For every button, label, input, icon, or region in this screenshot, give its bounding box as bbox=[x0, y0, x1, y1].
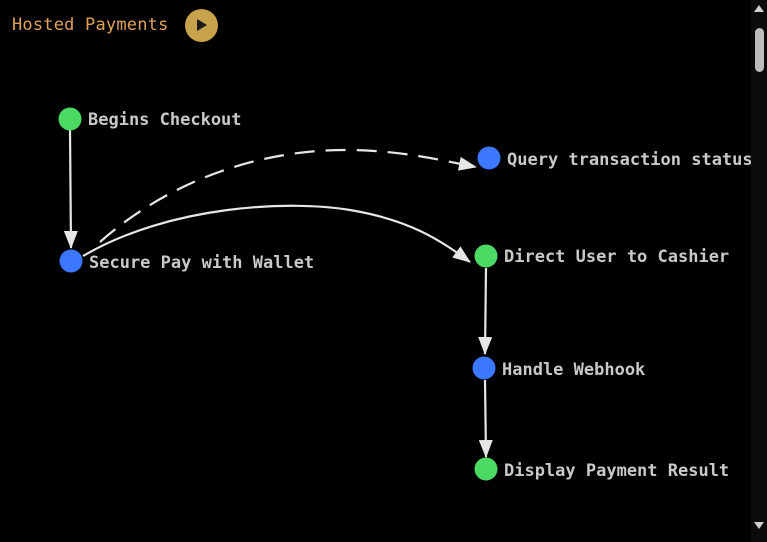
node-label: Handle Webhook bbox=[502, 360, 645, 380]
flow-diagram: Begins Checkout Secure Pay with Wallet Q… bbox=[58, 107, 752, 482]
node-dot-blue bbox=[472, 356, 496, 380]
node-handle-webhook[interactable]: Handle Webhook bbox=[472, 356, 646, 381]
diagram-header: Hosted Payments bbox=[12, 8, 218, 42]
edge-secure-to-cashier bbox=[82, 204, 471, 263]
play-button[interactable] bbox=[184, 8, 218, 42]
edge-begins-to-secure bbox=[63, 129, 78, 249]
node-direct-user-to-cashier[interactable]: Direct User to Cashier bbox=[474, 244, 730, 268]
diagram-panel: Hosted Payments Begins Checkout bbox=[12, 8, 752, 482]
vertical-scrollbar[interactable] bbox=[751, 0, 767, 542]
node-label: Direct User to Cashier bbox=[504, 247, 729, 267]
diagram-title: Hosted Payments bbox=[12, 15, 169, 35]
node-dot-green bbox=[474, 244, 498, 268]
node-query-transaction-status[interactable]: Query transaction status bbox=[477, 146, 752, 171]
node-secure-pay-wallet[interactable]: Secure Pay with Wallet bbox=[59, 249, 315, 274]
node-label: Query transaction status bbox=[507, 150, 751, 170]
scroll-up-arrow-icon[interactable] bbox=[754, 5, 764, 12]
node-begins-checkout[interactable]: Begins Checkout bbox=[58, 107, 242, 131]
scroll-down-arrow-icon[interactable] bbox=[754, 522, 764, 529]
node-label: Display Payment Result bbox=[504, 461, 729, 481]
node-dot-blue bbox=[477, 146, 501, 170]
scroll-thumb[interactable] bbox=[755, 28, 764, 72]
edge-cashier-to-webhook bbox=[478, 267, 493, 355]
play-icon bbox=[197, 19, 208, 31]
node-dot-green bbox=[474, 457, 498, 481]
edge-secure-to-query bbox=[99, 148, 477, 243]
node-display-payment-result[interactable]: Display Payment Result bbox=[474, 457, 730, 482]
node-label: Begins Checkout bbox=[88, 110, 242, 130]
edge-webhook-to-result bbox=[478, 379, 493, 458]
node-label: Secure Pay with Wallet bbox=[89, 253, 314, 273]
node-dot-blue bbox=[59, 249, 83, 273]
node-dot-green bbox=[58, 107, 82, 131]
